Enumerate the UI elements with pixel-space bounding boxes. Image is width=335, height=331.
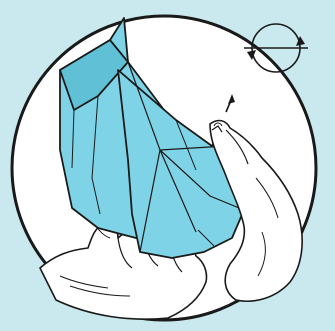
origami-step-illustration — [0, 0, 335, 331]
diagram-canvas — [0, 0, 335, 331]
